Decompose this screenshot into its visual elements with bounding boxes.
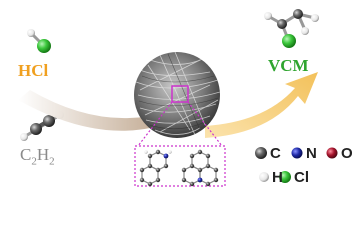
c2h2-formula-sub2: 2 bbox=[49, 155, 55, 168]
right-arrow bbox=[205, 72, 318, 138]
legend-oxygen-sphere bbox=[326, 147, 338, 159]
c2h2-formula-c: C bbox=[20, 145, 32, 164]
pyridinic-structure-left bbox=[139, 149, 172, 187]
legend-label-oxygen: O bbox=[341, 145, 353, 162]
legend-nitrogen-sphere bbox=[291, 147, 303, 159]
legend-carbon-sphere bbox=[255, 147, 267, 159]
c2h2-formula-h: H bbox=[36, 145, 50, 164]
c2h2-label: C2H2 bbox=[20, 145, 55, 167]
zoom-line-right bbox=[187, 101, 223, 147]
pyridinic-structure-right bbox=[181, 149, 219, 187]
vcm-molecule bbox=[264, 9, 319, 48]
left-arrow-band bbox=[18, 90, 150, 131]
legend-label-hydrogen: H bbox=[272, 169, 283, 186]
hcl-molecule bbox=[27, 29, 51, 53]
legend-label-chlorine: Cl bbox=[294, 169, 309, 186]
legend-label-carbon: C bbox=[270, 145, 281, 162]
legend-label-nitrogen: N bbox=[306, 145, 317, 162]
vcm-label: VCM bbox=[268, 56, 309, 75]
legend-hydrogen-sphere bbox=[259, 172, 269, 182]
zoom-region-marker bbox=[171, 85, 189, 103]
hcl-label: HCl bbox=[18, 61, 49, 80]
catalyst-sphere bbox=[134, 52, 220, 138]
zoom-line-left bbox=[137, 101, 173, 147]
legend-chlorine-sphere bbox=[279, 171, 291, 183]
c2h2-formula-sub1: 2 bbox=[31, 155, 37, 168]
diagram-canvas bbox=[18, 9, 338, 187]
